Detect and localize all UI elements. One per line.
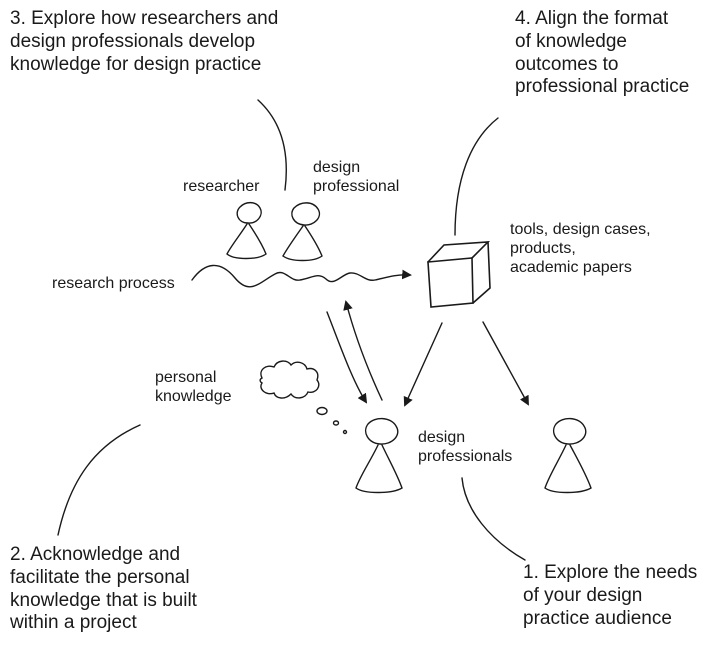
step2-callout: 2. Acknowledge and facilitate the person… bbox=[10, 544, 197, 635]
design-professionals-person-icon bbox=[355, 417, 403, 494]
step2-line: knowledge that is built bbox=[10, 589, 197, 611]
researcher-label: researcher bbox=[183, 178, 260, 195]
step2-line: facilitate the personal bbox=[10, 566, 190, 588]
step4-line: 4. Align the format bbox=[515, 8, 669, 29]
step1-line: practice audience bbox=[523, 607, 672, 629]
callout-line-step2 bbox=[57, 424, 141, 536]
personal-knowledge-label-line: personal bbox=[155, 369, 217, 386]
outcomes-label-line: products, bbox=[510, 240, 576, 258]
cube-icon bbox=[427, 241, 491, 308]
step3-line: 3. Explore how researchers and bbox=[10, 8, 279, 29]
design-professionals-label-line: design bbox=[418, 429, 466, 446]
research-process-line bbox=[191, 264, 412, 288]
design-professionals-label-line: professionals bbox=[418, 448, 513, 466]
outcomes-label-line: tools, design cases, bbox=[510, 221, 651, 238]
callout-line-step1 bbox=[461, 477, 526, 561]
step1-line: 1. Explore the needs bbox=[523, 562, 698, 583]
step3-line: design professionals develop bbox=[10, 30, 256, 52]
step3-line: knowledge for design practice bbox=[10, 53, 262, 75]
step1-callout: 1. Explore the needs of your design prac… bbox=[523, 562, 697, 630]
design-professional-label: design professional bbox=[313, 158, 399, 196]
callout-line-step3 bbox=[257, 99, 287, 191]
step2-line: 2. Acknowledge and bbox=[10, 544, 181, 565]
step4-callout: 4. Align the format of knowledge outcome… bbox=[515, 8, 689, 99]
step1-line: of your design bbox=[523, 584, 643, 606]
outcomes-label: tools, design cases, products, academic … bbox=[510, 220, 651, 278]
outcomes-label-line: academic papers bbox=[510, 259, 632, 277]
callout-line-step4 bbox=[454, 117, 499, 236]
design-professional-label-line: design bbox=[313, 159, 361, 176]
thought-cloud-icon bbox=[259, 360, 348, 435]
design-professional-label-line: professional bbox=[313, 178, 400, 196]
arrow-up-to-research bbox=[343, 300, 383, 401]
arrow-cube-to-right-professional bbox=[482, 321, 529, 406]
arrow-cube-to-left-professional bbox=[403, 322, 443, 407]
design-professional-person-icon bbox=[282, 202, 323, 262]
research-process-label: research process bbox=[52, 275, 175, 292]
arrow-down-to-professionals bbox=[326, 311, 368, 404]
audience-person-icon bbox=[544, 417, 592, 494]
step3-callout: 3. Explore how researchers and design pr… bbox=[10, 8, 278, 76]
researcher-person-icon bbox=[226, 201, 267, 260]
design-professionals-label: design professionals bbox=[418, 428, 512, 466]
personal-knowledge-label: personal knowledge bbox=[155, 368, 232, 406]
personal-knowledge-label-line: knowledge bbox=[155, 388, 232, 406]
step4-line: of knowledge bbox=[515, 30, 627, 52]
step4-line: outcomes to bbox=[515, 53, 619, 75]
step4-line: professional practice bbox=[515, 76, 690, 98]
step2-line: within a project bbox=[10, 612, 137, 634]
